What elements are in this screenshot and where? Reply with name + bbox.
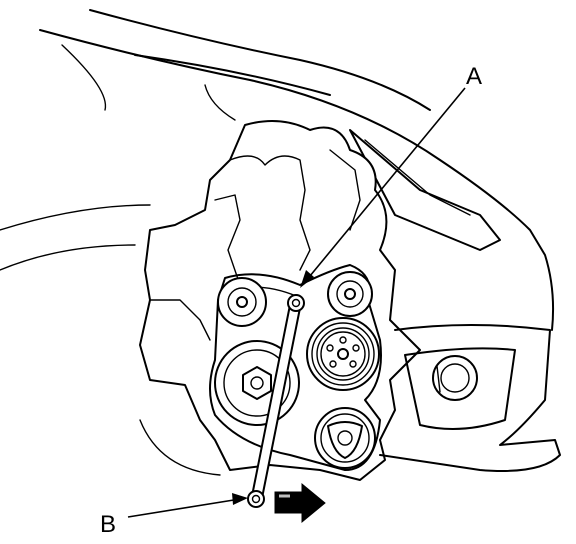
idler-pulley-right: [327, 271, 373, 317]
leader-line-a: [300, 87, 466, 288]
breaker-bar-tool: [247, 294, 305, 508]
callout-label-b: B: [100, 511, 116, 538]
idler-pulley-left: [217, 277, 267, 327]
callout-label-a: A: [466, 63, 482, 90]
engine-cutaway: [139, 120, 421, 481]
crankshaft-pulley: [314, 407, 376, 469]
right-arrow-icon: [274, 482, 326, 524]
leader-line-b: [127, 493, 248, 518]
alternator-pulley: [306, 317, 380, 391]
fender-outline: [0, 9, 555, 331]
front-bumper: [139, 324, 561, 476]
